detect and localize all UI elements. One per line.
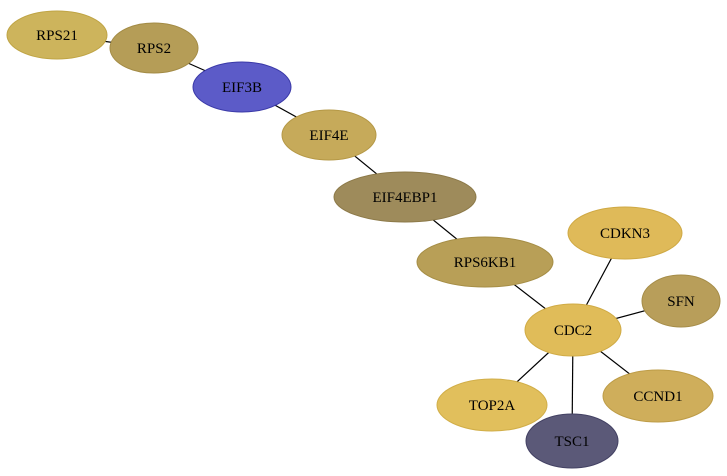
node-tsc1[interactable]: TSC1 — [525, 413, 619, 469]
node-label: TSC1 — [554, 434, 589, 450]
node-shape[interactable] — [109, 22, 199, 74]
node-label: CCND1 — [633, 389, 682, 405]
node-shape[interactable] — [524, 303, 622, 357]
node-cdkn3[interactable]: CDKN3 — [567, 206, 683, 260]
node-shape[interactable] — [333, 171, 477, 223]
node-top2a[interactable]: TOP2A — [436, 378, 548, 432]
node-label: CDKN3 — [600, 226, 650, 242]
node-label: EIF4E — [309, 128, 348, 144]
node-rps6kb1[interactable]: RPS6KB1 — [416, 236, 554, 288]
node-shape[interactable] — [281, 109, 377, 161]
node-label: EIF3B — [222, 80, 262, 96]
node-cdc2[interactable]: CDC2 — [524, 303, 622, 357]
node-ccnd1[interactable]: CCND1 — [602, 369, 714, 423]
node-label: SFN — [667, 294, 695, 310]
node-rps2[interactable]: RPS2 — [109, 22, 199, 74]
node-shape[interactable] — [192, 61, 292, 113]
node-shape[interactable] — [416, 236, 554, 288]
node-eif3b[interactable]: EIF3B — [192, 61, 292, 113]
node-shape[interactable] — [602, 369, 714, 423]
node-eif4ebp1[interactable]: EIF4EBP1 — [333, 171, 477, 223]
node-rps21[interactable]: RPS21 — [6, 10, 108, 60]
node-shape[interactable] — [436, 378, 548, 432]
node-label: RPS2 — [137, 41, 171, 57]
node-label: TOP2A — [469, 398, 516, 414]
node-label: RPS6KB1 — [454, 255, 517, 271]
node-shape[interactable] — [525, 413, 619, 469]
node-shape[interactable] — [641, 274, 721, 328]
node-shape[interactable] — [567, 206, 683, 260]
node-shape[interactable] — [6, 10, 108, 60]
node-label: RPS21 — [36, 28, 78, 44]
node-sfn[interactable]: SFN — [641, 274, 721, 328]
node-label: CDC2 — [554, 323, 592, 339]
node-eif4e[interactable]: EIF4E — [281, 109, 377, 161]
node-label: EIF4EBP1 — [372, 190, 437, 206]
